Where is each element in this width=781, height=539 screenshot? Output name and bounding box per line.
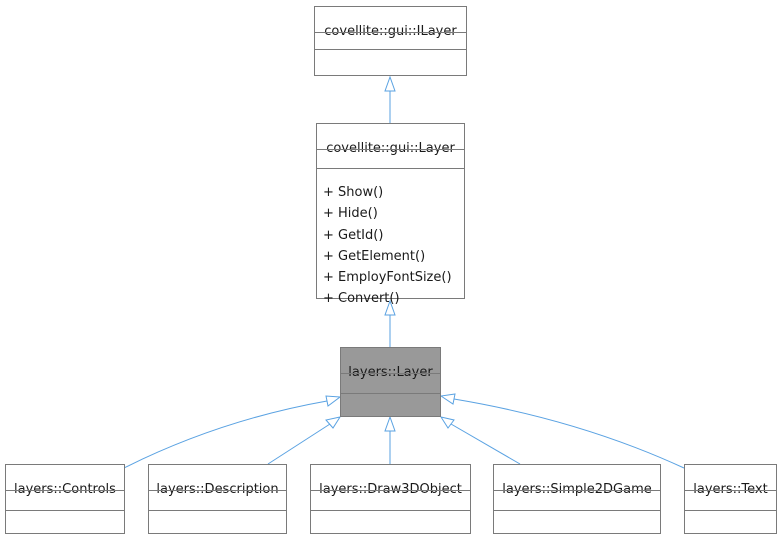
arrowhead-text bbox=[439, 393, 456, 405]
name-strike-line bbox=[685, 490, 776, 491]
method-name: GetElement() bbox=[338, 248, 426, 264]
visibility-marker: + bbox=[323, 227, 334, 243]
method-name: Show() bbox=[338, 185, 384, 200]
class-draw3dobject[interactable]: layers::Draw3DObject bbox=[310, 464, 471, 534]
arrowhead-description bbox=[325, 416, 342, 429]
class-description[interactable]: layers::Description bbox=[148, 464, 287, 534]
class-name: layers::Simple2DGame bbox=[502, 482, 652, 497]
compartment-divider bbox=[685, 510, 776, 511]
method-hide: +Hide() bbox=[323, 203, 452, 224]
class-gui-layer[interactable]: covellite::gui::Layer +Show() +Hide() +G… bbox=[316, 123, 465, 306]
compartment-divider bbox=[149, 510, 286, 511]
method-getid: +GetId() bbox=[323, 225, 452, 246]
method-convert: +Convert() bbox=[323, 288, 452, 309]
method-show: + Show() bbox=[323, 182, 452, 203]
arrowhead-ilayer bbox=[384, 75, 396, 92]
compartment-divider bbox=[315, 49, 466, 50]
compartment-divider bbox=[341, 393, 440, 394]
name-strike-line bbox=[6, 490, 124, 491]
class-name: layers::Draw3DObject bbox=[319, 482, 462, 497]
name-strike-line bbox=[341, 373, 440, 374]
class-name: layers::Description bbox=[156, 482, 279, 497]
name-strike-line bbox=[494, 490, 660, 491]
name-strike-line bbox=[311, 490, 470, 491]
edge-simple2dgame-to-layer bbox=[450, 423, 521, 465]
method-list: +Show() +Hide() +GetId() +GetElement() +… bbox=[323, 182, 452, 310]
visibility-marker: + bbox=[323, 185, 334, 200]
method-name: Hide() bbox=[338, 206, 378, 222]
compartment-divider bbox=[311, 510, 470, 511]
visibility-marker: + bbox=[323, 291, 334, 307]
class-name: layers::Layer bbox=[348, 365, 433, 380]
arrowhead-draw3dobject bbox=[384, 415, 396, 432]
arrowhead-simple2dgame bbox=[439, 416, 455, 429]
method-name: EmployFontSize() bbox=[338, 270, 452, 286]
edge-description-to-layer bbox=[267, 423, 331, 465]
class-simple2dgame[interactable]: layers::Simple2DGame bbox=[493, 464, 661, 534]
method-name: Convert() bbox=[338, 291, 400, 307]
class-name: layers::Text bbox=[693, 482, 768, 497]
name-strike-line bbox=[315, 32, 466, 33]
compartment-divider bbox=[317, 168, 464, 169]
class-controls[interactable]: layers::Controls bbox=[5, 464, 125, 534]
name-strike-line bbox=[317, 149, 464, 150]
arrowhead-controls bbox=[325, 395, 342, 407]
method-getelement: +GetElement() bbox=[323, 246, 452, 267]
method-name: GetId() bbox=[338, 227, 384, 243]
method-employfontsize: +EmployFontSize() bbox=[323, 267, 452, 288]
edge-controls-to-layer bbox=[123, 400, 328, 469]
class-name: covellite::gui::ILayer bbox=[324, 24, 457, 39]
compartment-divider bbox=[6, 510, 124, 511]
visibility-marker: + bbox=[323, 248, 334, 264]
class-name: layers::Controls bbox=[14, 482, 116, 497]
name-strike-line bbox=[149, 490, 286, 491]
arrowhead-gui-layer bbox=[384, 299, 396, 316]
visibility-marker: + bbox=[323, 270, 334, 286]
class-text[interactable]: layers::Text bbox=[684, 464, 777, 534]
class-name: covellite::gui::Layer bbox=[326, 141, 455, 156]
class-ilayer[interactable]: covellite::gui::ILayer bbox=[314, 6, 467, 76]
class-layers-layer[interactable]: layers::Layer bbox=[340, 347, 441, 417]
visibility-marker: + bbox=[323, 206, 334, 222]
compartment-divider bbox=[494, 510, 660, 511]
edge-text-to-layer bbox=[453, 398, 685, 469]
